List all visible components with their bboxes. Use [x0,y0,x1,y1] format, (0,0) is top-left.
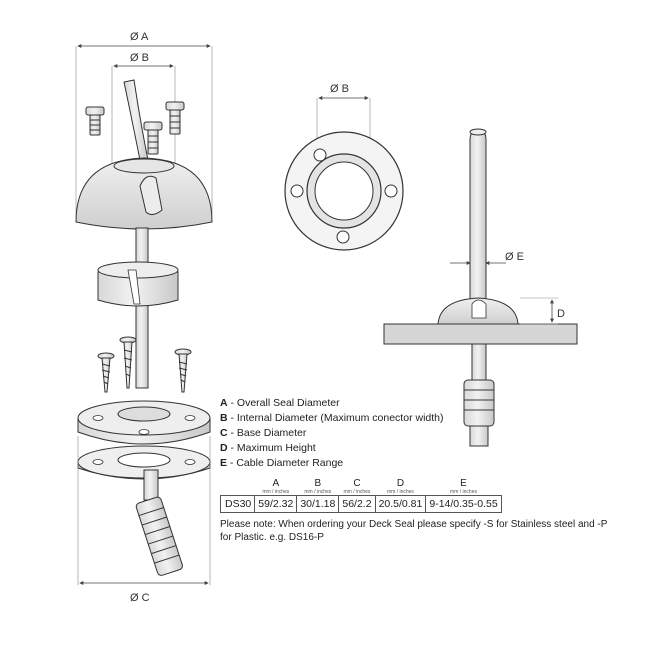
label-dia-e: Ø E [505,251,524,263]
connector [135,496,183,576]
dimension-legend: A - Overall Seal Diameter B - Internal D… [220,396,444,471]
table-row: DS30 59/2.32 30/1.18 56/2.2 20.5/0.81 9-… [219,495,502,513]
side-view: Ø E D [383,128,578,447]
label-dia-b-top: Ø B [330,83,349,95]
legend-item: D - Maximum Height [220,442,316,454]
dome-seal [75,157,213,230]
label-dim-d: D [557,308,565,320]
grommet [97,261,179,307]
screw-icon [143,121,163,155]
cable-middle [135,227,149,389]
legend-item: E - Cable Diameter Range [220,457,344,469]
cable-lower [143,469,159,501]
spec-model: DS30 [219,495,256,513]
spec-value-d: 20.5/0.81 [374,495,427,513]
top-view: Ø B [284,83,404,251]
spec-header-blank [221,479,255,496]
legend-item: C - Base Diameter [220,427,307,439]
spec-value-e: 9-14/0.35-0.55 [425,495,502,513]
spec-value-c: 56/2.2 [338,495,376,513]
spec-value-b: 30/1.18 [296,495,340,513]
screw-icon [165,101,185,135]
screw-icon [97,352,115,393]
label-dia-a: Ø A [130,31,149,43]
cable-top [123,79,149,161]
base-flange [77,400,211,445]
dimension-a: Ø A [75,31,213,215]
screw-icon [85,106,105,136]
legend-item: A - Overall Seal Diameter [220,397,340,409]
screw-icon [174,348,192,393]
label-dia-b-left: Ø B [130,52,149,64]
spec-value-a: 59/2.32 [254,495,298,513]
ordering-note: Please note: When ordering your Deck Sea… [220,519,608,543]
legend-item: B - Internal Diameter (Maximum conector … [220,412,444,424]
dimension-c: Ø C [77,436,211,604]
screw-icon [119,336,137,389]
label-dia-c: Ø C [130,592,150,604]
